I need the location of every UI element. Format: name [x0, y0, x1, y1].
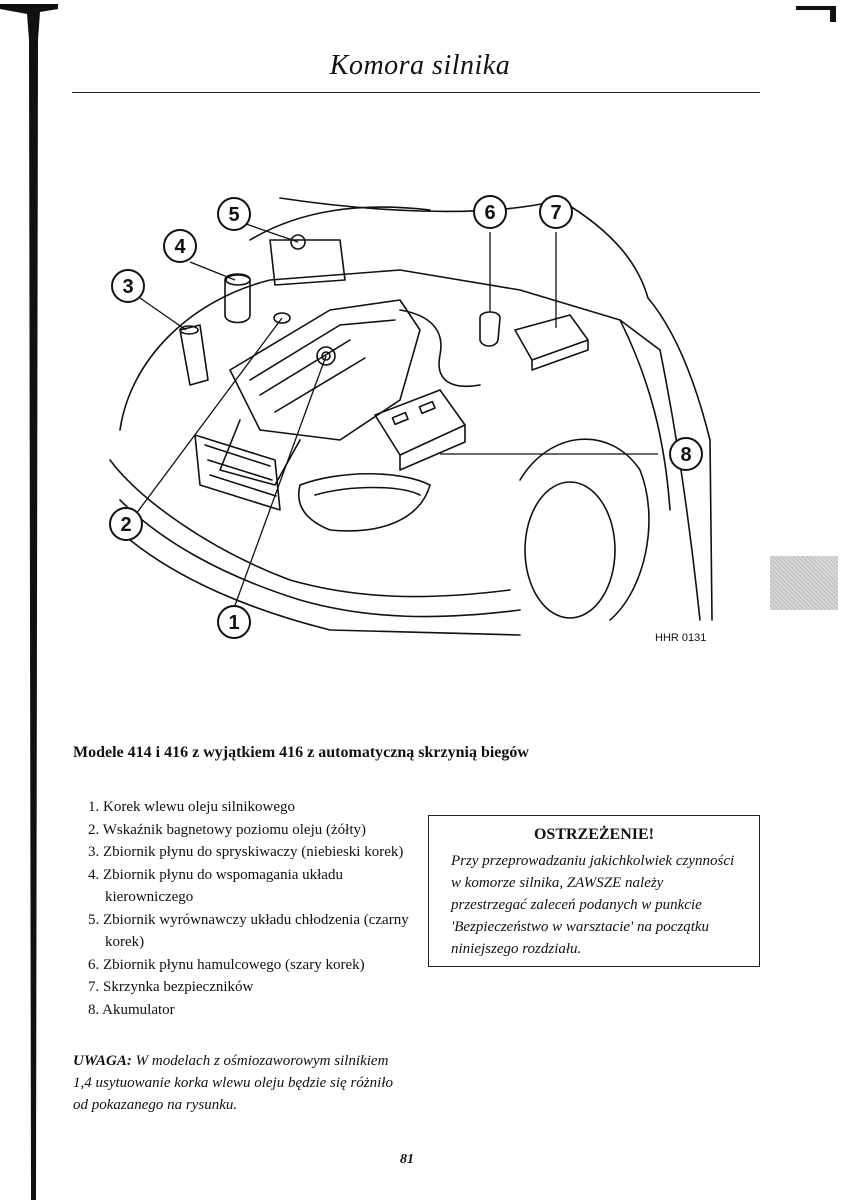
brake-fluid-reservoir — [479, 311, 501, 347]
callout-6: 6 — [484, 202, 495, 224]
warning-title: OSTRZEŻENIE! — [533, 826, 655, 843]
list-item: 3. Zbiornik płynu do spryskiwaczy (niebi… — [88, 844, 404, 860]
list-item: 7. Skrzynka bezpieczników — [88, 979, 254, 995]
warning-box: OSTRZEŻENIE! Przy przeprowadzaniu jakich… — [428, 815, 760, 967]
battery — [374, 389, 466, 456]
page-title: Komora silnika — [329, 50, 511, 81]
bay-outline — [119, 269, 661, 431]
callout-6-circle — [473, 195, 507, 229]
callout-3-circle — [111, 269, 145, 303]
headlight — [298, 472, 431, 532]
binding-edge-mark — [0, 4, 58, 1200]
list-item: 4. Zbiornik płynu do wspomagania układu … — [88, 866, 343, 906]
callout-8: 8 — [680, 444, 691, 466]
parts-list: 1. Korek wlewu oleju silnikowego 2. Wska… — [88, 796, 428, 1021]
oil-dipstick — [273, 312, 291, 324]
chapter-edge-tab — [770, 556, 838, 610]
list-item: 5. Zbiornik wyrównawczy układu chłodzeni… — [88, 911, 409, 951]
title-rule — [72, 92, 760, 93]
front-wheel — [524, 481, 616, 619]
callout-2-circle — [109, 507, 143, 541]
callout-5-circle — [217, 197, 251, 231]
callout-4: 4 — [174, 236, 186, 258]
list-item: 6. Zbiornik płynu hamulcowego (szary kor… — [88, 956, 365, 973]
callout-1: 1 — [228, 612, 239, 634]
windscreen-pillar — [647, 297, 713, 621]
callout-8-circle — [669, 437, 703, 471]
list-item: 1. Korek wlewu oleju silnikowego — [88, 799, 296, 815]
note-text: W modelach z ośmiozaworowym silnikiem 1,… — [73, 1053, 393, 1113]
callout-7: 7 — [550, 202, 561, 224]
callout-1-circle — [217, 605, 251, 639]
power-steering-reservoir — [224, 273, 251, 324]
callout-5: 5 — [228, 204, 239, 226]
warning-text: Przy przeprowadzaniu jakichkolwiek czynn… — [451, 853, 735, 957]
diagram-reference-code: HHR 0131 — [655, 632, 707, 644]
coolant-expansion-tank — [269, 239, 346, 286]
note: UWAGA: W modelach z ośmiozaworowym silni… — [73, 1050, 403, 1116]
wheel-arch — [519, 438, 650, 621]
list-item: 8. Akumulator — [88, 1001, 175, 1018]
section-heading: Modele 414 i 416 z wyjątkiem 416 z autom… — [73, 744, 529, 761]
callout-4-circle — [163, 229, 197, 263]
front-bumper — [109, 459, 511, 598]
callout-2: 2 — [120, 514, 131, 536]
engine-cover — [229, 299, 421, 441]
engine-bay-diagram: 1 2 3 4 5 6 7 8 — [109, 195, 713, 639]
note-label: UWAGA: — [73, 1053, 132, 1069]
callout-3: 3 — [122, 276, 133, 298]
list-item: 2. Wskaźnik bagnetowy poziomu oleju (żół… — [88, 821, 366, 838]
callout-7-circle — [539, 195, 573, 229]
hood-edge — [279, 197, 649, 299]
grille — [194, 434, 281, 511]
corner-crop-mark — [796, 6, 836, 22]
oil-filler-cap — [316, 346, 336, 366]
page-number: 81 — [400, 1152, 414, 1167]
